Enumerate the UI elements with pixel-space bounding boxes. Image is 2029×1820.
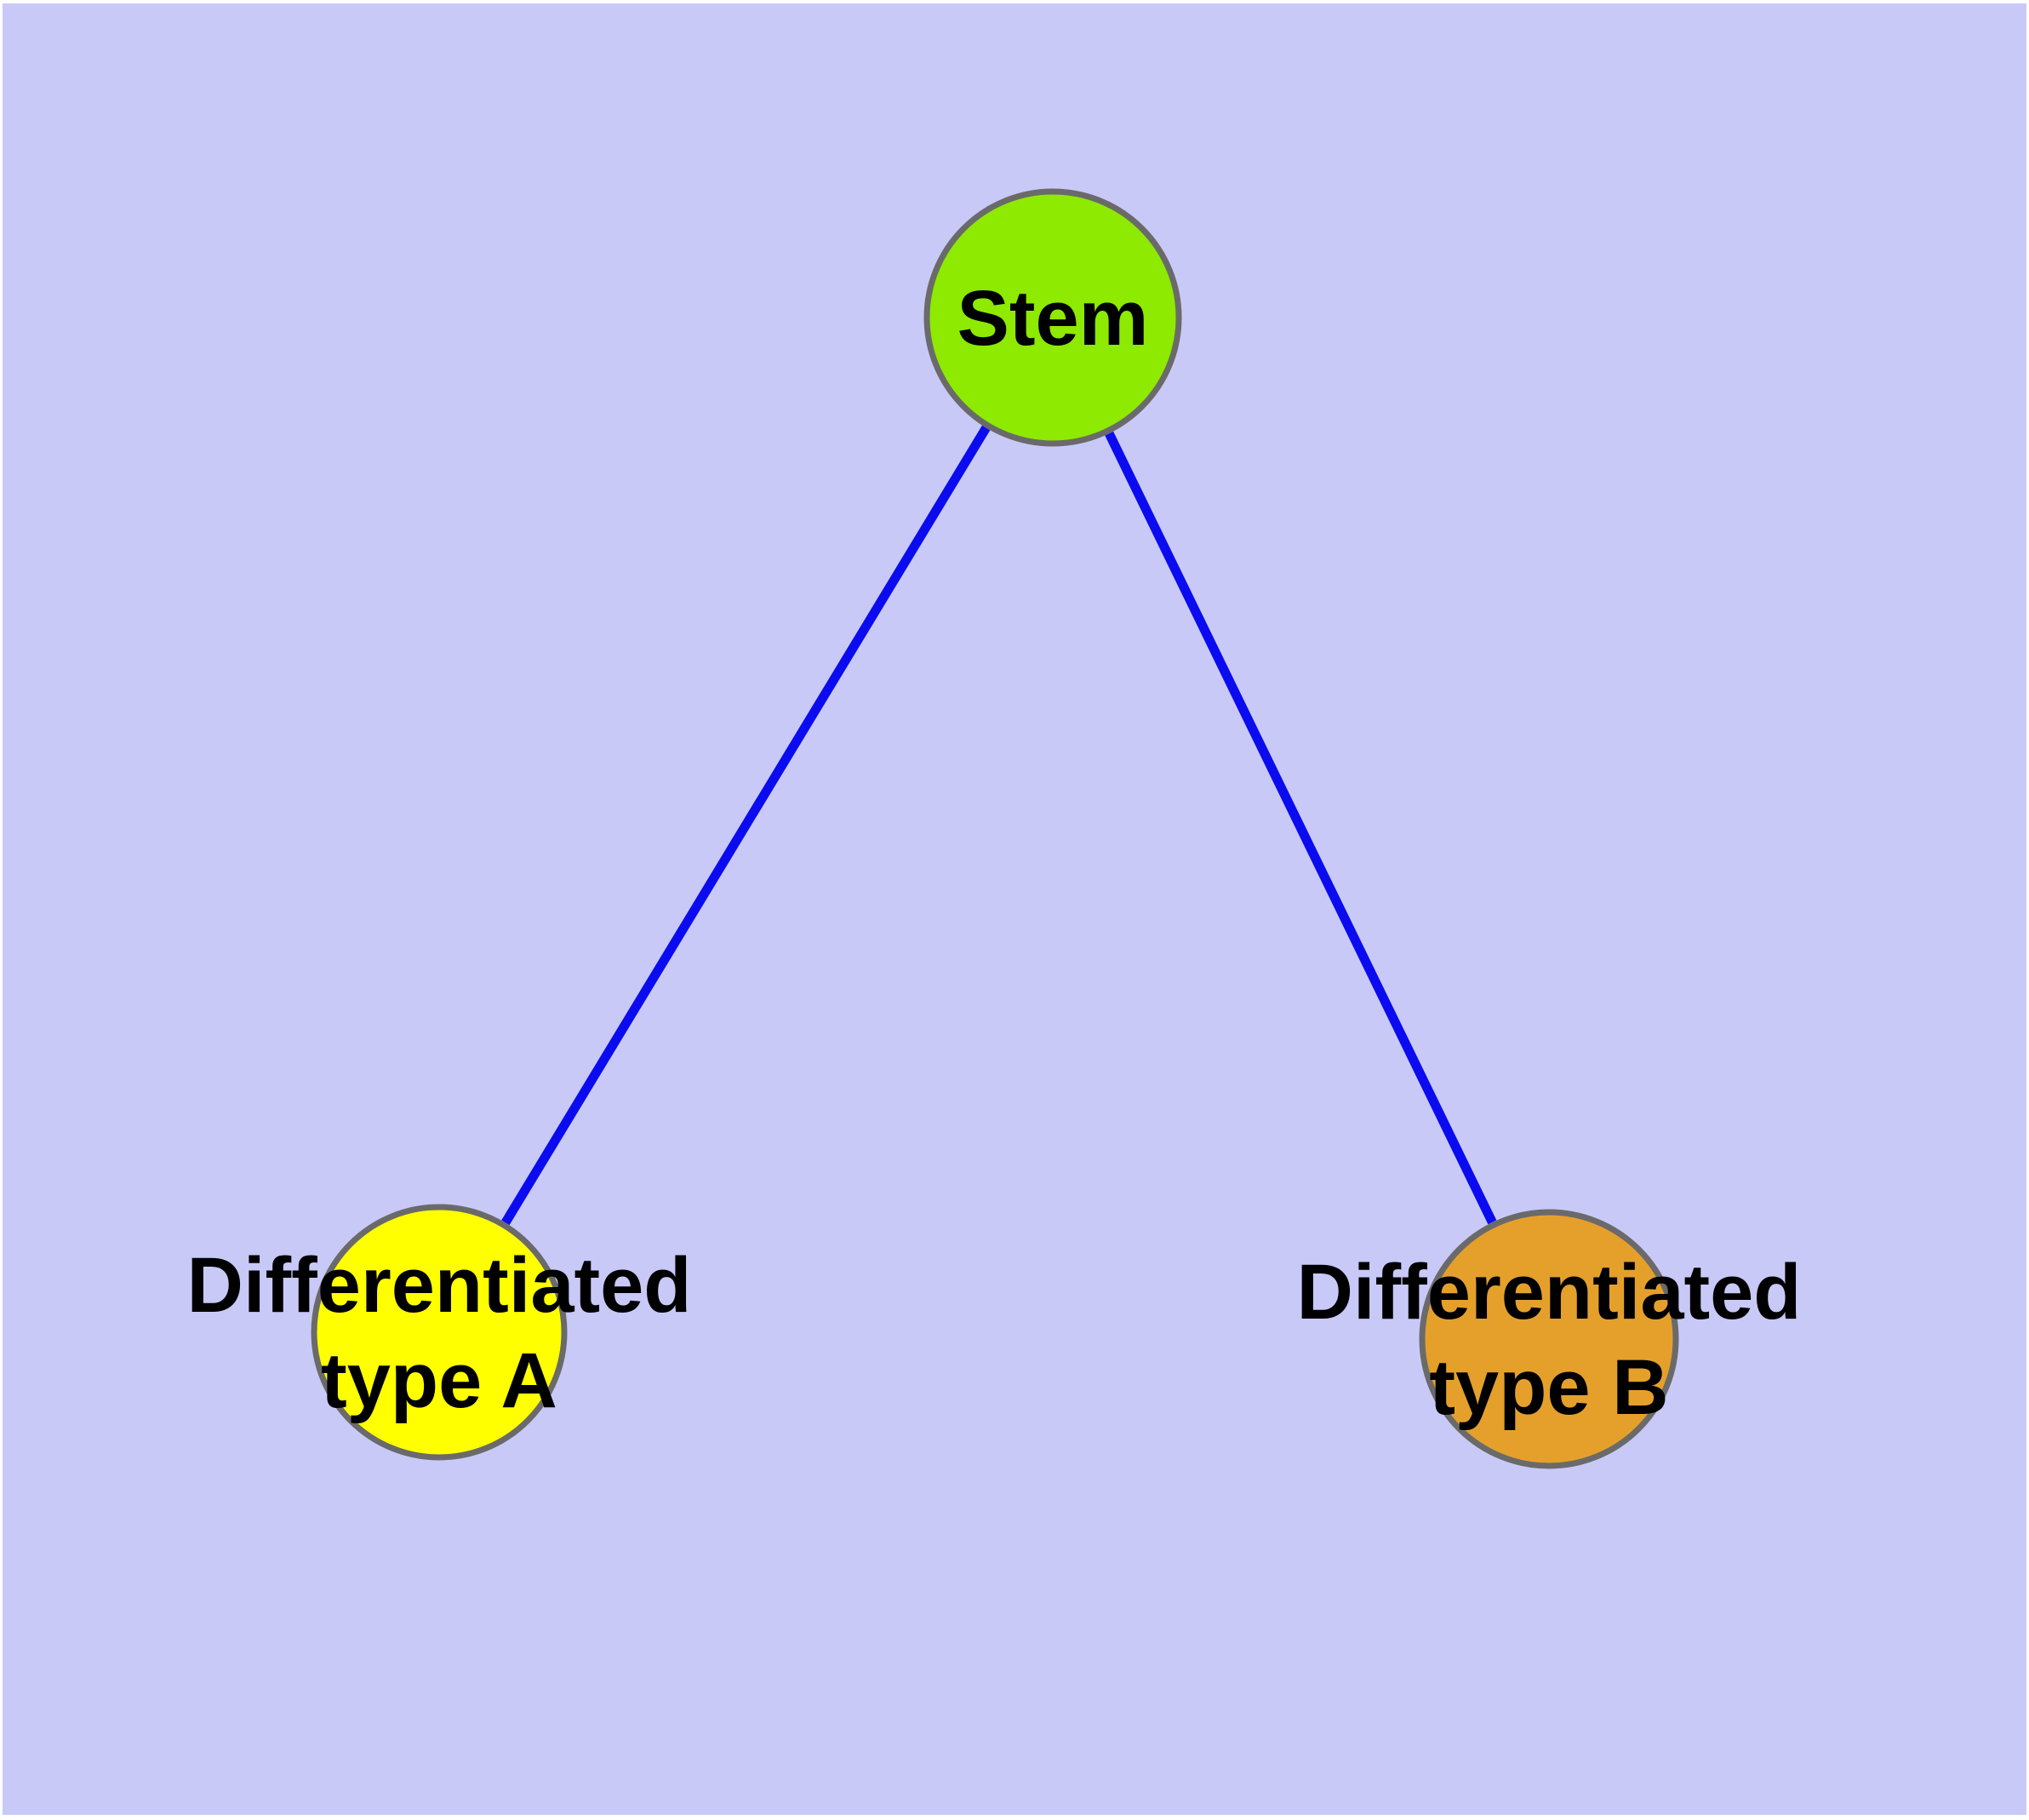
node-stem-circle xyxy=(923,188,1182,447)
node-diff-type-a-circle xyxy=(311,1204,568,1461)
edge-stem-to-diff-type-a xyxy=(501,425,991,1226)
node-stem-label: Stem xyxy=(957,275,1149,362)
edge-stem-to-diff-type-b xyxy=(1105,431,1497,1225)
node-diff-type-b-circle xyxy=(1419,1209,1679,1469)
